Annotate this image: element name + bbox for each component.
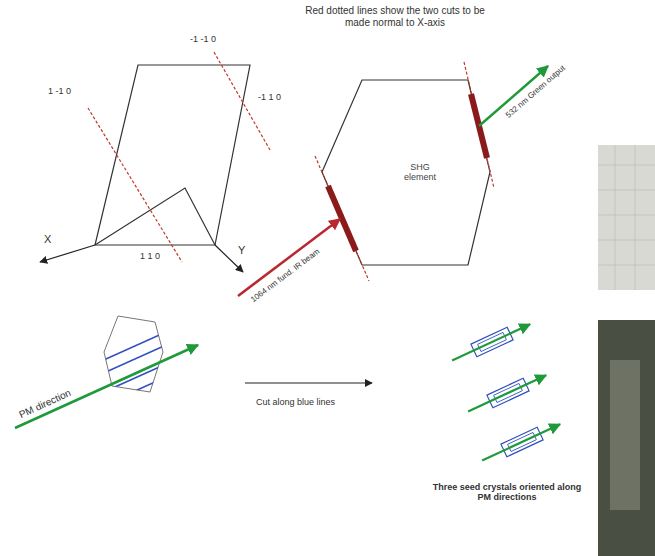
cut-face: [328, 186, 356, 251]
shg-hexagon: [322, 80, 490, 265]
x-axis: [40, 245, 95, 262]
cut-line: [315, 156, 369, 281]
green-beam: [479, 66, 548, 126]
figure-title: Red dotted lines show the two cuts to be…: [295, 5, 495, 28]
photo-crop: [598, 320, 655, 556]
photo-detail: [610, 360, 640, 510]
beam-label: 532 nm Green output: [504, 63, 567, 120]
axis-label: X: [44, 233, 51, 246]
fundamental-beam: [238, 219, 340, 296]
seed-crystal: [465, 369, 549, 418]
axis-label: Y: [238, 244, 245, 257]
step-label: Cut along blue lines: [256, 397, 335, 407]
seed-crystal: [449, 318, 533, 367]
miller-index: 1 1 0: [140, 251, 160, 261]
photo-grid: [598, 145, 655, 290]
boule-outline: [104, 316, 163, 392]
crystal-outline: [95, 65, 250, 245]
pm-arrow: [15, 345, 198, 428]
blue-cut-lines: [95, 328, 175, 409]
cut-line: [88, 108, 182, 262]
element-label: SHG element: [393, 162, 447, 183]
process-arrow: [245, 382, 372, 383]
crystal-triangle: [95, 188, 215, 245]
caption-note: Three seed crystals oriented along PM di…: [432, 482, 582, 503]
beam-label: 1064 nm fund. IR beam: [249, 247, 321, 305]
photo-crop: [598, 145, 655, 290]
miller-index: -1 1 0: [258, 92, 281, 102]
shg-element: SHG element: [393, 162, 447, 183]
miller-index: 1 -1 0: [48, 86, 71, 96]
seed-crystal: [479, 418, 563, 467]
miller-index: -1 -1 0: [190, 34, 216, 44]
